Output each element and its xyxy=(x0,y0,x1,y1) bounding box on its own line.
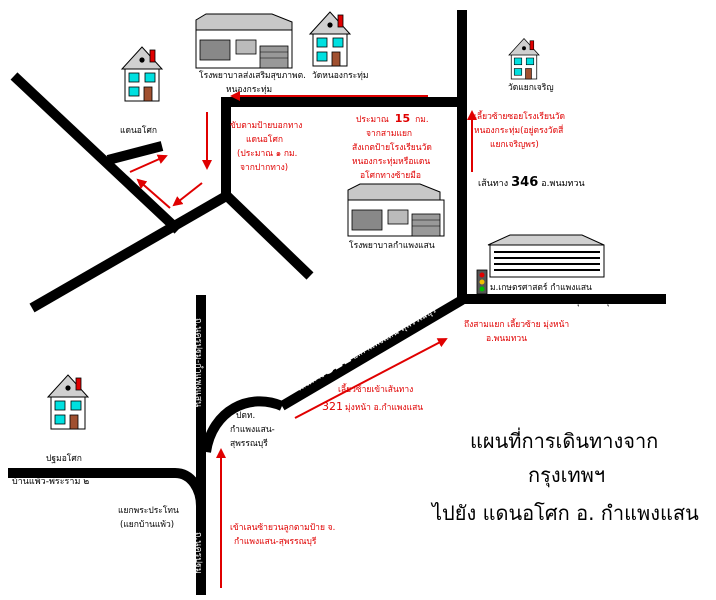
arrow-diag-up-left xyxy=(136,178,171,209)
map-title-line2: กรุงเทพฯ xyxy=(528,463,605,488)
label-ptt-2: กำแพงแสน- xyxy=(230,425,275,435)
direction-6: เข้าเลนซ้ายวนลูกตามป้าย จ. กำแพงแสน-สุพร… xyxy=(230,522,335,547)
road-main-diag xyxy=(29,190,231,313)
route-arrows xyxy=(129,91,477,588)
label-ptt-1: ปตท. xyxy=(236,411,255,421)
label-pathom-asok: ปฐมอโศก xyxy=(46,453,82,464)
svg-text:ถึงสามแยก เลี้ยวซ้าย มุ่งหน้า: ถึงสามแยก เลี้ยวซ้าย มุ่งหน้า xyxy=(464,318,569,330)
svg-text:สังเกตป้ายโรงเรียนวัด: สังเกตป้ายโรงเรียนวัด xyxy=(352,142,432,153)
road-label-banphaeo: บ้านแพ้ว-พระราม ๒ xyxy=(12,476,89,487)
svg-text:แดนอโศก: แดนอโศก xyxy=(246,134,283,145)
svg-text:ขับตามป้ายบอกทาง: ขับตามป้ายบอกทาง xyxy=(230,120,302,131)
arrow-spur xyxy=(129,154,168,173)
svg-text:เลี้ยวซ้ายซอยโรงเรียนวัด: เลี้ยวซ้ายซอยโรงเรียนวัด xyxy=(474,110,565,122)
direction-3: เลี้ยวซ้ายซอยโรงเรียนวัด หนองกระทุ่ม(อยู… xyxy=(474,110,565,150)
svg-text:อโศกทางซ้ายมือ: อโศกทางซ้ายมือ xyxy=(360,170,421,181)
road-spur xyxy=(106,141,164,165)
road-label-suphan: จ.สุพรรณบุรี xyxy=(566,296,614,307)
kasetsart-university-icon xyxy=(487,234,605,278)
svg-text:จากสามแยก: จากสามแยก xyxy=(366,129,412,139)
hospital-kamphaengsaen-icon xyxy=(347,183,445,237)
label-hospital-health-2: หนองกระทุ่ม xyxy=(226,85,272,95)
direction-1: ขับตามป้ายบอกทาง แดนอโศก (ประมาณ ๑ กม. จ… xyxy=(230,120,302,173)
wat-charoen-icon xyxy=(508,38,540,80)
road-banphaeo xyxy=(8,468,206,507)
label-junction-2: (แยกบ้านแพ้ว) xyxy=(120,519,174,530)
svg-text:แยกเจริญพร): แยกเจริญพร) xyxy=(490,140,539,150)
svg-text:จากปากทาง): จากปากทาง) xyxy=(240,163,288,173)
map-title-line3: ไปยัง แดนอโศก อ. กำแพงแสน xyxy=(430,501,699,525)
roads xyxy=(8,10,666,595)
road-321-diag xyxy=(279,295,465,411)
label-daen-asok: แดนอโศก xyxy=(120,125,157,136)
label-kasetsart: ม.เกษตรศาสตร์ กำแพงแสน xyxy=(490,282,592,293)
label-ptt-3: สุพรรณบุรี xyxy=(230,438,268,449)
svg-text:เข้าเลนซ้ายวนลูกตามป้าย จ.: เข้าเลนซ้ายวนลูกตามป้าย จ. xyxy=(230,522,335,533)
svg-text:กำแพงแสน-สุพรรณบุรี: กำแพงแสน-สุพรรณบุรี xyxy=(234,536,317,547)
arrow-321 xyxy=(294,338,448,419)
direction-4: ถึงสามแยก เลี้ยวซ้าย มุ่งหน้า อ.พนมทวน xyxy=(464,318,569,344)
label-wat-nongkrathum: วัดหนองกระทุ่ม xyxy=(312,71,368,81)
label-hospital-kamphaengsaen: โรงพยาบาลกำแพงแสน xyxy=(349,240,435,251)
road-daen-asok-diag xyxy=(10,72,182,234)
wat-nongkrathum-icon xyxy=(309,11,351,67)
svg-text:(ประมาณ ๑ กม.: (ประมาณ ๑ กม. xyxy=(237,149,297,159)
label-hospital-health: โรงพยาบาลส่งเสริมสุขภาพต. xyxy=(199,70,306,81)
road-321-curve xyxy=(201,396,284,453)
traffic-light-icon xyxy=(476,269,488,295)
label-wat-charoen: วัดแยกเจริญ xyxy=(508,83,554,93)
svg-text:อ.พนมทวน: อ.พนมทวน xyxy=(486,334,527,344)
svg-text:หนองกระทุ่ม(อยู่ตรงวัดสี่: หนองกระทุ่ม(อยู่ตรงวัดสี่ xyxy=(474,124,564,136)
hospital-health-icon xyxy=(195,13,293,69)
arrow-diag-down-left xyxy=(172,182,203,207)
label-junction-1: แยกพระประโทน xyxy=(118,505,179,516)
road-label-vertical-top: ถ.นครปฐม-กำแพงแสน xyxy=(193,318,204,407)
map-title-line1: แผนที่การเดินทางจาก xyxy=(470,427,658,453)
house-pathom-asok-icon xyxy=(47,374,89,430)
house-daen-asok-icon xyxy=(121,46,163,102)
road-branch-right xyxy=(222,191,314,280)
svg-text:หนองกระทุ่มหรือแดน: หนองกระทุ่มหรือแดน xyxy=(352,156,430,167)
road-label-vertical-bottom: ถ.นครปฐม xyxy=(193,532,203,574)
